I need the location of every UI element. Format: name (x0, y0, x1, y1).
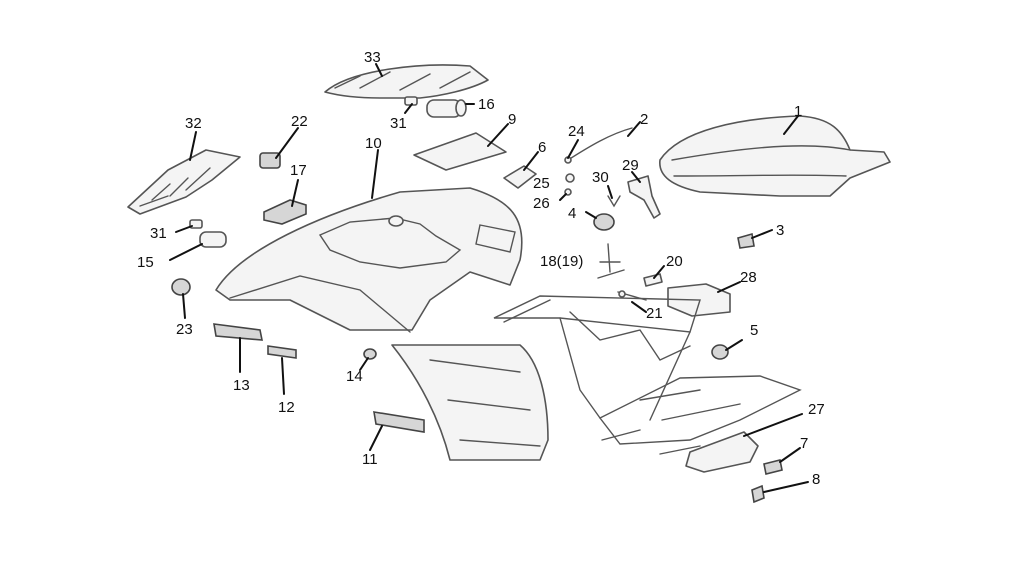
callout-1: 1 (794, 103, 802, 120)
callout-13: 13 (233, 377, 250, 394)
part-20-clip (643, 273, 663, 287)
part-15-hinge (199, 231, 227, 248)
callout-4: 4 (568, 205, 576, 222)
callout-3: 3 (776, 222, 784, 239)
callout-16: 16 (478, 96, 495, 113)
callout-31-upper: 31 (390, 115, 407, 132)
part-23-grommet (171, 278, 191, 296)
callout-20: 20 (666, 253, 683, 270)
callout-15: 15 (137, 254, 154, 271)
part-9-lid (413, 132, 507, 171)
part-10-rear-fender (215, 187, 523, 333)
part-14-fastener (363, 348, 377, 360)
part-7-clip (763, 459, 783, 475)
callout-26: 26 (533, 195, 550, 212)
part-29-latch (627, 175, 661, 219)
part-1-seat (659, 115, 891, 197)
part-3-grommet (737, 232, 755, 249)
callout-32: 32 (185, 115, 202, 132)
callout-5: 5 (750, 322, 758, 339)
callout-6: 6 (538, 139, 546, 156)
callout-8: 8 (812, 471, 820, 488)
callout-25: 25 (533, 175, 550, 192)
callout-28: 28 (740, 269, 757, 286)
part-11-mud-flap (373, 411, 425, 433)
callout-2: 2 (640, 111, 648, 128)
callout-29: 29 (622, 157, 639, 174)
part-32-side-panel (127, 149, 241, 215)
part-6-plate (503, 165, 537, 189)
part-13-reflector (213, 323, 263, 341)
callout-30: 30 (592, 169, 609, 186)
part-25-washer (565, 173, 575, 183)
callout-14: 14 (346, 368, 363, 385)
part-8-bolt (751, 484, 765, 504)
part-17-bracket (263, 199, 307, 225)
callout-9: 9 (508, 111, 516, 128)
part-22-clip (259, 152, 281, 169)
callout-11: 11 (362, 451, 378, 468)
callout-10: 10 (365, 135, 382, 152)
part-18-bracket (597, 243, 625, 279)
part-16-hinge (426, 99, 467, 118)
callout-21: 21 (646, 305, 663, 322)
callout-23: 23 (176, 321, 193, 338)
callout-18-19: 18(19) (540, 253, 583, 270)
callout-7: 7 (800, 435, 808, 452)
part-33-rack-cover (324, 64, 489, 99)
callout-31-lower: 31 (150, 225, 167, 242)
callout-33: 33 (364, 49, 381, 66)
part-frame (493, 295, 802, 455)
callout-22: 22 (291, 113, 308, 130)
callout-12: 12 (278, 399, 295, 416)
callout-27: 27 (808, 401, 825, 418)
callout-17: 17 (290, 162, 307, 179)
part-12-reflector (267, 345, 297, 359)
part-30-spring (607, 195, 621, 208)
callout-24: 24 (568, 123, 585, 140)
part-lower-fender (391, 344, 549, 461)
part-5-bushing (711, 344, 729, 360)
part-27-skid-plate (685, 431, 759, 473)
part-4-bumper (593, 213, 615, 231)
